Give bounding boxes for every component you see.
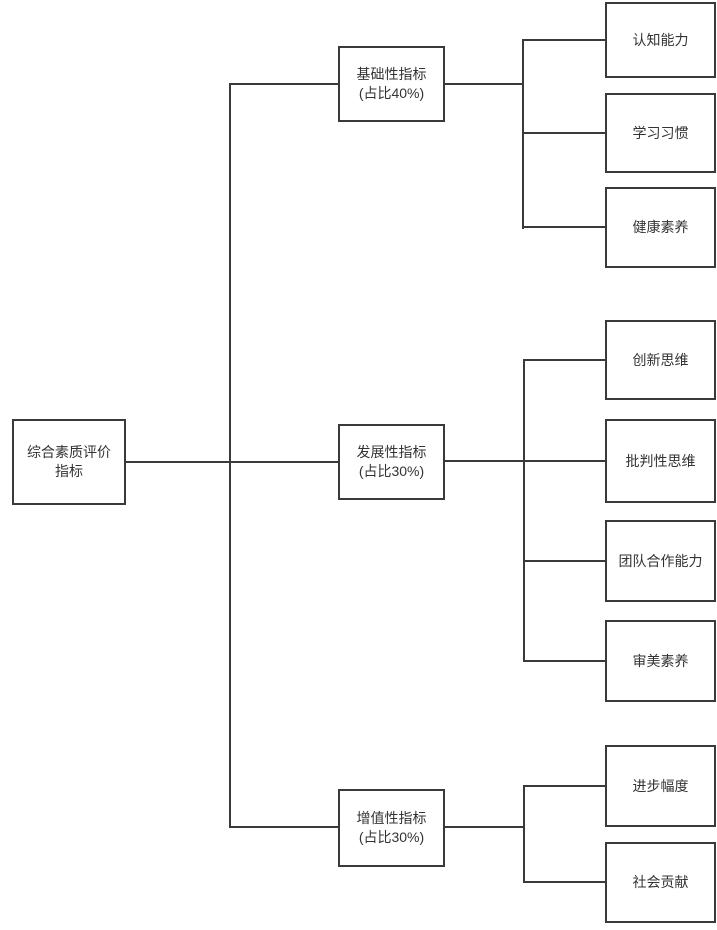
node-health-literacy: 健康素养 (605, 187, 716, 268)
connector-trunk-vertical (229, 83, 231, 828)
node-label: 健康素养 (632, 219, 689, 235)
node-label-line2: (占比40%) (358, 85, 425, 101)
node-label: 批判性思维 (625, 452, 696, 469)
node-label: 社会贡献 (632, 874, 689, 890)
connector-basic-to-spine (445, 83, 523, 85)
connector-development-spine-vertical (523, 359, 525, 662)
connector-to-innovative-thinking (524, 359, 605, 361)
node-teamwork-ability: 团队合作能力 (605, 520, 716, 602)
node-progress-magnitude: 进步幅度 (605, 745, 716, 827)
connector-basic-spine-vertical (522, 39, 524, 229)
node-label: 审美素养 (632, 652, 689, 669)
node-critical-thinking: 批判性思维 (605, 419, 716, 503)
node-cognitive-ability: 认知能力 (605, 2, 716, 78)
node-value-added-indicators: 增值性指标 (占比30%) (338, 789, 445, 867)
node-study-habits: 学习习惯 (605, 93, 716, 173)
node-label-line1: 发展性指标 (356, 444, 427, 460)
node-label-line1: 综合素质评价 (27, 444, 111, 460)
node-label-line1: 基础性指标 (356, 66, 427, 82)
connector-to-health-literacy (523, 226, 605, 228)
node-label: 认知能力 (632, 31, 689, 48)
connector-to-cognitive-ability (523, 39, 605, 41)
connector-value-added-spine-vertical (523, 785, 525, 883)
node-label: 团队合作能力 (618, 552, 703, 569)
node-label: 进步幅度 (632, 777, 689, 794)
node-label-line2: (占比30%) (358, 829, 425, 845)
node-aesthetic-literacy: 审美素养 (605, 620, 716, 702)
connector-to-study-habits (523, 132, 605, 134)
connector-to-teamwork-ability (524, 560, 605, 562)
connector-to-social-contribution (524, 881, 605, 883)
connector-to-progress-magnitude (524, 785, 605, 787)
node-social-contribution: 社会贡献 (605, 842, 716, 923)
node-development-indicators: 发展性指标 (占比30%) (338, 424, 445, 500)
connector-development-to-critical-thinking (445, 460, 605, 462)
node-label: 创新思维 (632, 351, 689, 368)
node-basic-indicators: 基础性指标 (占比40%) (338, 46, 445, 122)
connector-root-to-trunk (126, 461, 338, 463)
node-label-line2: (占比30%) (358, 463, 425, 479)
node-label: 学习习惯 (632, 124, 689, 141)
connector-trunk-to-value-added (230, 826, 338, 828)
node-innovative-thinking: 创新思维 (605, 320, 716, 400)
node-label-line2: 指标 (55, 463, 83, 479)
node-root-comprehensive-quality: 综合素质评价 指标 (12, 419, 126, 505)
connector-to-aesthetic-literacy (524, 660, 605, 662)
node-label-line1: 增值性指标 (356, 810, 427, 826)
connector-trunk-to-basic (230, 83, 338, 85)
connector-value-added-to-spine (445, 826, 524, 828)
